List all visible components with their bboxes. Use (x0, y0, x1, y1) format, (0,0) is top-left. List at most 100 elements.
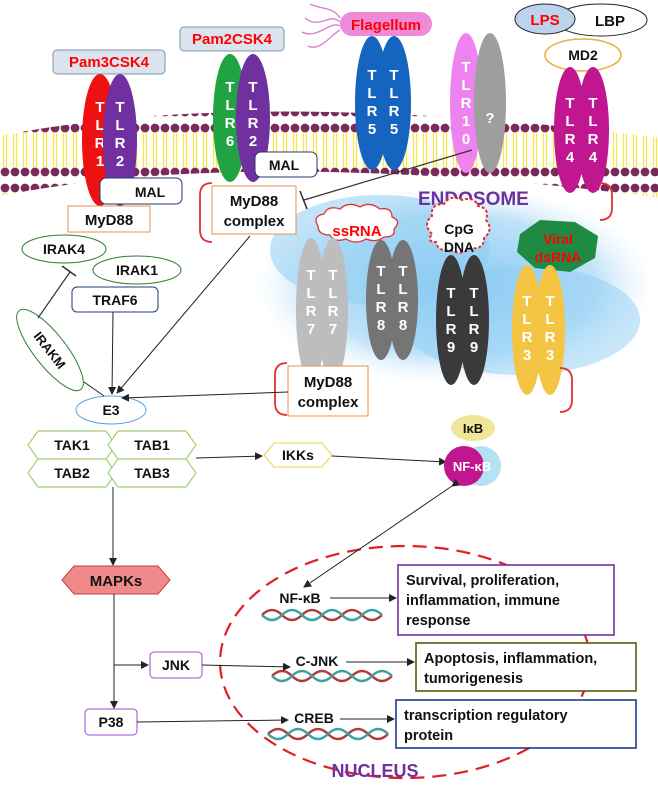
traf6-label: TRAF6 (92, 292, 137, 308)
tlr8-letter-0: T (376, 263, 385, 280)
nfkb-outcome-line1: Survival, proliferation, (406, 573, 559, 589)
myd88-complex-top-box: MyD88 complex (211, 185, 297, 235)
irakm-node: IRAKM (16, 308, 84, 392)
tlr4-letter-1: L (565, 113, 574, 130)
jnk-label: JNK (162, 657, 190, 673)
p38-to-creb-arrow (136, 716, 289, 725)
tlr9b-letter-2: R (469, 321, 480, 338)
myd88-complex-bottom-box: MyD88 complex (287, 365, 369, 417)
irakm-inhibition-bar (61, 265, 77, 277)
md2-coreceptor: MD2 (544, 38, 622, 72)
tlr2b-letter-2: R (248, 115, 259, 132)
tlr5-letter-2: R (367, 103, 378, 120)
viral-label-line1: Viral (543, 231, 573, 247)
tlr7-receptor-left: T L R 7 (296, 238, 326, 382)
tlr7-letter-3: 7 (307, 321, 315, 338)
tlr7-receptor-right: T L R 7 (318, 238, 348, 382)
tak1-node: TAK1 (27, 430, 117, 460)
tlr7-letter-1: L (306, 285, 315, 302)
tlr2-letter-3: 2 (116, 153, 124, 170)
tlr4b-letter-2: R (588, 131, 599, 148)
tlr7b-letter-0: T (328, 267, 337, 284)
dna-helix-icon (267, 727, 389, 741)
myd88-complex-bottom-line1: MyD88 (304, 374, 352, 391)
cpg-label-line2: DNA (444, 239, 474, 255)
cjnk-outcome-box: Apoptosis, inflammation, tumorigenesis (415, 642, 637, 692)
tab3-node: TAB3 (107, 458, 197, 488)
tab2-node: TAB2 (27, 458, 117, 488)
tlr10-receptor: T L R 1 0 (450, 33, 482, 173)
p38-node: P38 (84, 708, 138, 736)
ssrna-label: ssRNA (332, 223, 381, 240)
mal-right-label: MAL (269, 157, 300, 173)
mal-left-label: MAL (135, 184, 166, 200)
tlr5b-letter-0: T (389, 67, 398, 84)
tlr2b-letter-1: L (248, 97, 257, 114)
tlr5b-letter-3: 5 (390, 121, 398, 138)
tlr9-receptor-left: T L R 9 (436, 255, 466, 385)
irak4-label: IRAK4 (43, 241, 85, 257)
irak1-node: IRAK1 (92, 255, 182, 285)
irak1-label: IRAK1 (116, 262, 158, 278)
tlr7b-letter-1: L (328, 285, 337, 302)
myd88-top-to-e3-arrow (116, 235, 251, 394)
tlr1-letter-0: T (95, 99, 104, 116)
myd88-box: MyD88 (67, 205, 151, 233)
tlr4b-letter-3: 4 (589, 149, 598, 166)
creb-outcome-line1: transcription regulatory (404, 708, 568, 724)
tlr3b-letter-2: R (545, 329, 556, 346)
nfkb-outcome-line2: inflammation, immune (406, 593, 560, 609)
tlr7b-letter-3: 7 (329, 321, 337, 338)
tlr10-letter-3: 1 (462, 113, 470, 130)
tlr4-letter-3: 4 (566, 149, 575, 166)
e3-node: E3 (75, 395, 147, 425)
tlr2-receptor-left: T L R 2 (103, 74, 137, 206)
tlr9-letter-2: R (446, 321, 457, 338)
tlr9-letter-1: L (446, 303, 455, 320)
tlr9b-letter-3: 9 (470, 339, 478, 356)
e3-label: E3 (102, 402, 119, 418)
tlr5-letter-1: L (367, 85, 376, 102)
left-complex-red-bracket-icon (199, 182, 213, 243)
nfkb-ikb-complex: IκB NF-κB (444, 415, 501, 486)
creb-outcome-box: transcription regulatory protein (395, 699, 637, 749)
traf6-node: TRAF6 (71, 286, 159, 313)
flagellum-ligand: Flagellum (301, 3, 432, 48)
tlr8b-letter-3: 8 (399, 317, 407, 334)
myd88-complex-bottom-line2: complex (298, 394, 360, 411)
endosome-right-red-bracket-icon (559, 367, 573, 413)
pam2csk4-label: Pam2CSK4 (192, 31, 273, 48)
flagellum-label: Flagellum (351, 17, 421, 34)
tlr10-letter-1: L (461, 77, 470, 94)
tlr5b-letter-1: L (389, 85, 398, 102)
tlr3-letter-3: 3 (523, 347, 531, 364)
tlr7b-letter-2: R (328, 303, 339, 320)
pam2csk4-ligand: Pam2CSK4 (179, 26, 285, 52)
tlr7-letter-0: T (306, 267, 315, 284)
pam3csk4-ligand: Pam3CSK4 (52, 49, 166, 75)
tlr1-letter-2: R (95, 135, 106, 152)
jnk-to-cjnk-arrow (201, 662, 291, 671)
tlr3b-letter-1: L (545, 311, 554, 328)
tak1-label: TAK1 (54, 437, 90, 453)
tlr3-receptor-left: T L R 3 (512, 265, 542, 395)
tlr2-receptor-right: T L R 2 (236, 54, 270, 182)
tlr8b-letter-0: T (398, 263, 407, 280)
tlr4-receptor-right: T L R 4 (577, 67, 609, 193)
mapks-label: MAPKs (90, 573, 143, 590)
tlr10-letter-2: R (461, 95, 472, 112)
dna-helix-icon (261, 608, 383, 622)
ikb-label: IκB (463, 421, 483, 436)
tlr3-letter-2: R (522, 329, 533, 346)
irak4-node: IRAK4 (21, 234, 107, 264)
tlr10-letter-0: T (461, 59, 470, 76)
tlr2-letter-2: R (115, 135, 126, 152)
tab1-node: TAB1 (107, 430, 197, 460)
tlr9-receptor-right: T L R 9 (459, 255, 489, 385)
mapks-node: MAPKs (61, 565, 171, 595)
endosome-left-red-bracket-icon (274, 362, 288, 416)
tlr10-inhibition-bar (299, 190, 308, 210)
tlr3-receptor-right: T L R 3 (535, 265, 565, 395)
tlr2b-letter-3: 2 (249, 133, 257, 150)
